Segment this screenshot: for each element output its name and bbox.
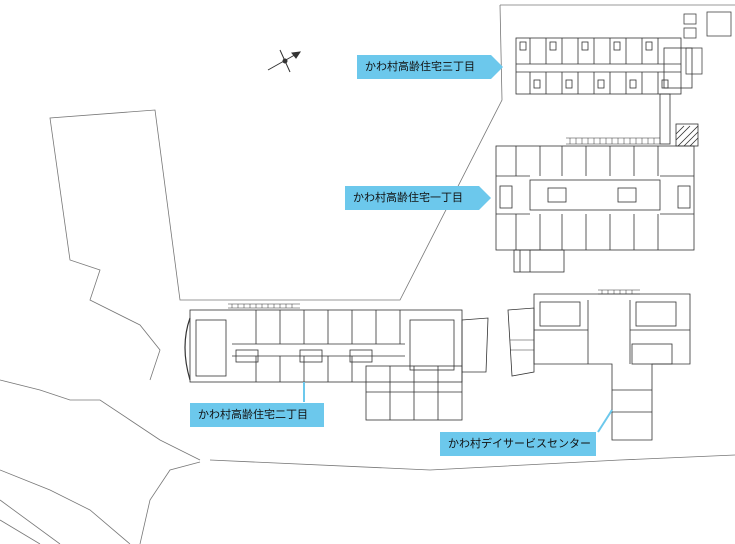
label-housing-2: かわ村高齢住宅二丁目 bbox=[190, 403, 324, 427]
building-housing-2 bbox=[184, 303, 489, 421]
building-housing-1 bbox=[495, 137, 695, 273]
utility-boxes bbox=[683, 11, 732, 75]
callout-leaders bbox=[303, 382, 613, 433]
connector-corridor bbox=[659, 93, 699, 147]
label-housing-1: かわ村高齢住宅一丁目 bbox=[345, 186, 491, 210]
label-housing-3: かわ村高齢住宅三丁目 bbox=[357, 55, 503, 79]
compass-rose-icon bbox=[267, 49, 302, 73]
label-day-service: かわ村デイサービスセンター bbox=[440, 432, 596, 456]
building-housing-3 bbox=[515, 37, 693, 95]
site-boundary bbox=[0, 4, 735, 544]
building-day-service bbox=[507, 289, 691, 441]
